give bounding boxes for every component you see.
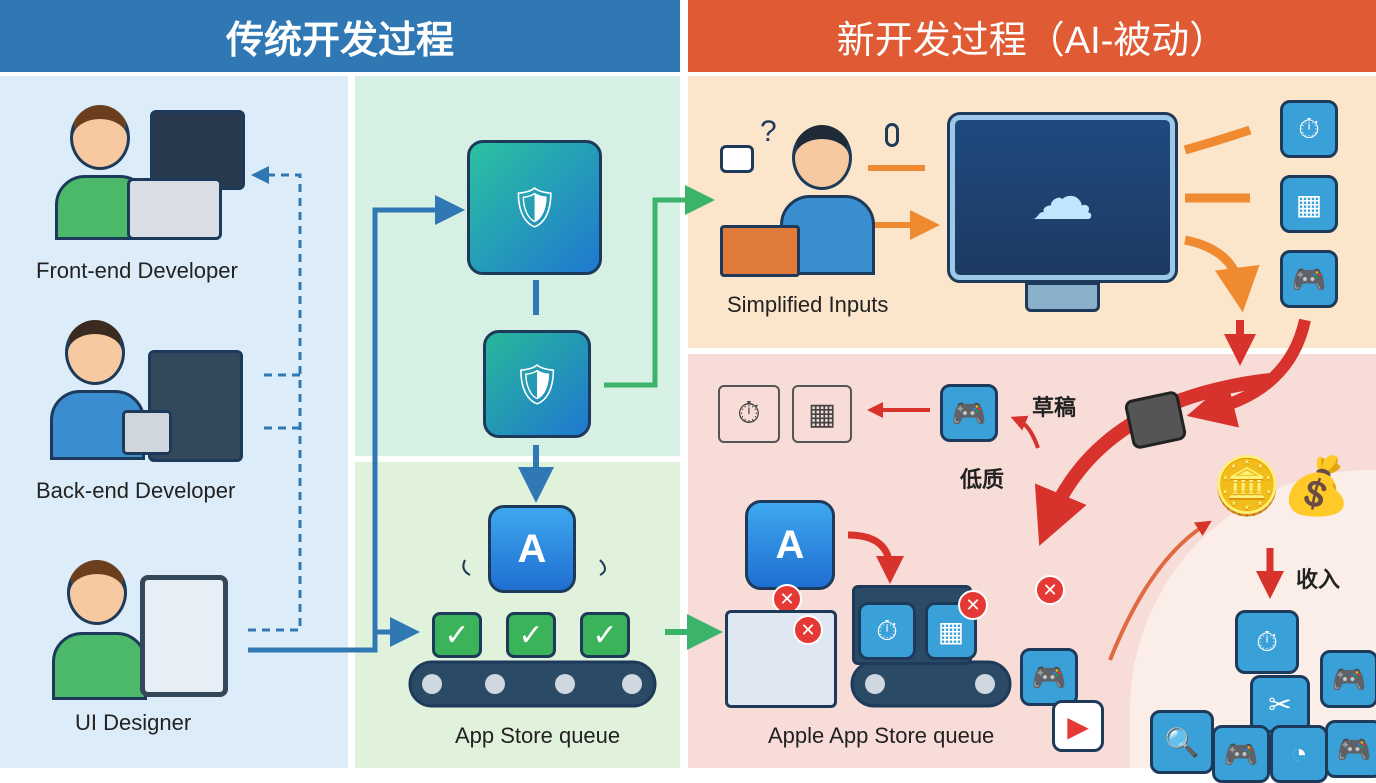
security-check-icon: 🛡 [483,330,591,438]
ui-designer-illustration [52,560,232,700]
queued-video-icon: ▶ [1052,700,1104,752]
question-mark-icon: ? [760,115,777,148]
frontend-developer-illustration [55,100,250,245]
pile-game-icon: 🎮 [1325,720,1376,778]
pile-game-icon: 🎮 [1320,650,1376,708]
chat-bubble-icon [720,145,754,173]
ui-designer-label: UI Designer [75,710,192,735]
left-header [0,0,680,72]
timer-app-icon: ⏱ [1280,100,1338,158]
microphone-icon [885,123,899,147]
wireframe-tablet-icon [140,575,228,697]
pile-game-icon: 🎮 [1212,725,1270,783]
queued-game-icon: 🎮 [1020,648,1078,706]
calculator-app-icon: ▦ [1280,175,1338,233]
traditional-process-title: 传统开发过程 [225,19,454,62]
queued-timer-icon: ⏱ [858,602,916,660]
backend-developer-illustration [50,320,250,465]
developer-avatar [65,320,125,385]
app-store-queue-label: App Store queue [455,723,621,748]
simplified-inputs-illustration: ? [720,115,920,280]
pile-broken-icon: ✂ [1250,675,1310,733]
pile-timer-icon: ⏱ [1235,610,1299,674]
user-avatar [792,125,852,190]
simplified-inputs-label: Simplified Inputs [727,292,889,317]
game-app-icon: 🎮 [1280,250,1338,308]
tablet-icon [122,410,172,455]
toolbox-icon [720,225,800,277]
new-process-title: 新开发过程（AI-被动） [836,19,1228,62]
monitor-stand [1025,282,1100,312]
draft-label: 草稿 [1032,395,1077,420]
approved-check-icon: ✓ [580,612,630,658]
approved-check-icon: ✓ [432,612,482,658]
pile-search-icon: 🔍 [1150,710,1214,774]
apple-app-store-icon: A [745,500,835,590]
draft-game-icon: 🎮 [940,384,998,442]
ai-cloud-monitor-icon: ☁ [947,112,1178,283]
laptop-icon [127,178,222,240]
app-store-icon: A [488,505,576,593]
designer-avatar [67,560,127,625]
low-quality-label: 低质 [960,467,1005,492]
rejected-icon: ✕ [958,590,988,620]
sketch-calculator-icon: ▦ [792,385,852,443]
approved-check-icon: ✓ [506,612,556,658]
pile-gauge-icon: ◔ [1270,725,1328,783]
income-label: 收入 [1296,567,1341,592]
coins-money-bag-icon: 🪙💰 [1212,454,1352,517]
frontend-developer-label: Front-end Developer [36,258,238,283]
security-review-icon: 🛡 [467,140,602,275]
backend-developer-label: Back-end Developer [36,478,236,503]
rejected-icon: ✕ [793,615,823,645]
developer-avatar [70,105,130,170]
designer-body [52,632,147,700]
rejected-icon: ✕ [1035,575,1065,605]
apple-app-store-queue-label: Apple App Store queue [768,723,995,748]
sketch-timer-icon: ⏱ [718,385,780,443]
right-header [688,0,1376,72]
